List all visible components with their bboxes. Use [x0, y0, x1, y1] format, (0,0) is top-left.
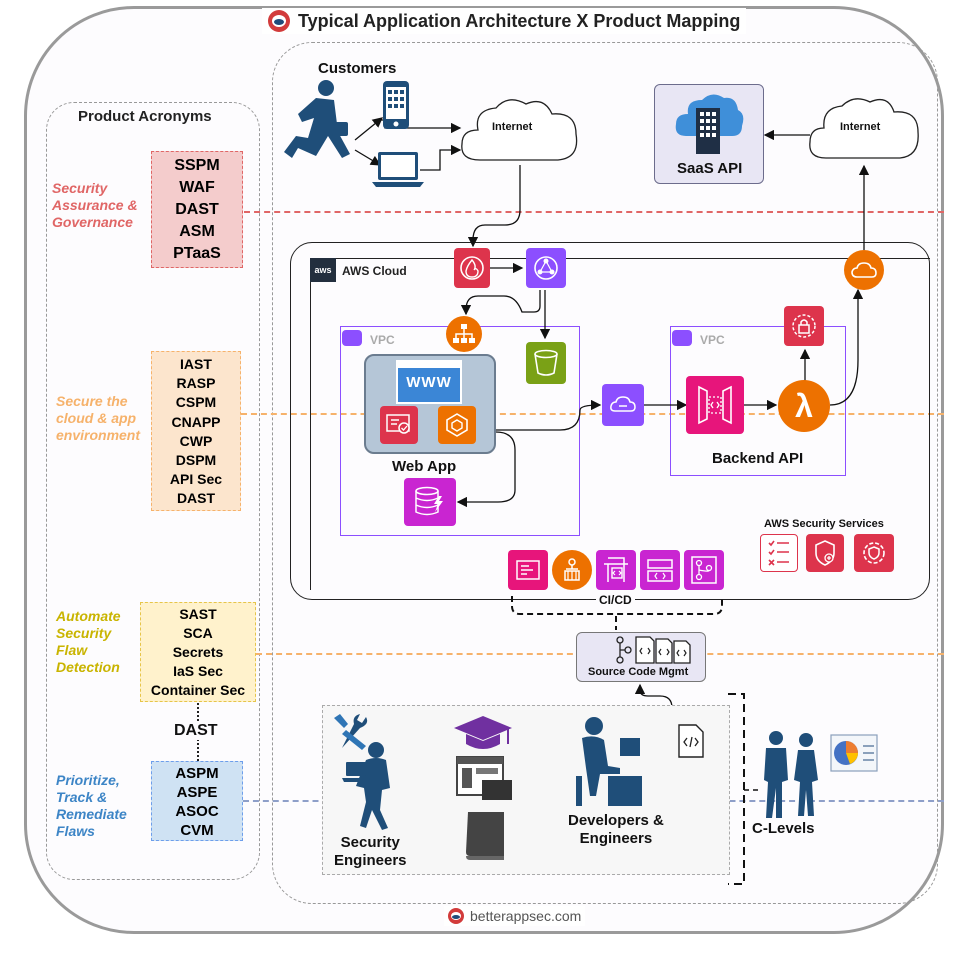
- acronym-box-cloud: IAST RASP CSPM CNAPP CWP DSPM API Sec DA…: [151, 351, 241, 511]
- aws-cloud-label: AWS Cloud: [342, 264, 407, 278]
- secrets-manager-icon: [784, 306, 824, 346]
- cicd-label: CI/CD: [596, 593, 635, 607]
- lambda-symbol: λ: [795, 387, 813, 424]
- aws-cloud-group: [310, 258, 930, 590]
- aws-security-services-label: AWS Security Services: [764, 518, 884, 530]
- page-title: Typical Application Architecture X Produ…: [262, 8, 747, 34]
- vpc-left-icon: [342, 330, 362, 346]
- backend-api-label: Backend API: [712, 450, 804, 467]
- training-cap-icon: [454, 716, 512, 749]
- product-acronyms-panel: [46, 102, 260, 880]
- codebuild-icon: [596, 550, 636, 590]
- acronym-box-governance: SSPM WAF DAST ASM PTaaS: [151, 151, 243, 268]
- security-checklist-icon: [760, 534, 798, 572]
- page-title-text: Typical Application Architecture X Produ…: [298, 10, 741, 31]
- codepipeline-icon: [508, 550, 548, 590]
- saas-building-cloud-icon: [675, 94, 744, 154]
- private-link-icon: [602, 384, 644, 426]
- load-balancer-icon: [446, 316, 482, 352]
- vpc-right-icon: [672, 330, 692, 346]
- footer-logo-icon: [448, 908, 464, 924]
- acronym-box-automation: SAST SCA Secrets IaS Sec Container Sec: [140, 602, 256, 702]
- dast-connector-label: DAST: [172, 722, 220, 740]
- security-engineer-icon: [342, 742, 390, 830]
- footer: betterappsec.com: [444, 906, 586, 926]
- security-hub-icon: [854, 534, 894, 572]
- container-registry-icon: [552, 550, 592, 590]
- lambda-icon: λ: [778, 380, 830, 432]
- product-acronyms-heading: Product Acronyms: [78, 108, 212, 125]
- vpc-right-label: VPC: [700, 333, 725, 347]
- running-customer-icon: [284, 80, 350, 158]
- www-label: www: [406, 374, 452, 391]
- saas-api-label: SaaS API: [677, 160, 743, 177]
- laptop-icon: [372, 152, 424, 187]
- book-icon: [466, 812, 504, 860]
- vpc-left-label: VPC: [370, 333, 395, 347]
- engineering-team-panel: [322, 705, 730, 875]
- customers-label: Customers: [318, 60, 397, 77]
- architecture-panel: [272, 42, 938, 904]
- internet-cloud-right-icon: [809, 98, 919, 159]
- codedeploy-icon: [640, 550, 680, 590]
- waf-firewall-icon: [454, 248, 490, 288]
- c-level-executives-icon: [764, 731, 818, 818]
- governance-mapping-line: [244, 211, 944, 213]
- category-label-governance: Security Assurance & Governance: [52, 180, 138, 230]
- acronym-box-prioritize: ASPM ASPE ASOC CVM: [151, 761, 243, 841]
- shield-plus-icon: [806, 534, 844, 572]
- footer-site-link[interactable]: betterappsec.com: [470, 908, 582, 924]
- pie-chart-dashboard-icon: [830, 734, 878, 772]
- codecommit-icon: [684, 550, 724, 590]
- code-file-icon: [678, 724, 704, 758]
- aws-logo-icon: aws: [310, 258, 336, 282]
- container-icon: [438, 406, 476, 444]
- certificate-manager-icon: [380, 406, 418, 444]
- internet-left-label: Internet: [492, 121, 533, 133]
- source-code-files-icon: [616, 636, 691, 664]
- c-levels-label: C-Levels: [752, 820, 815, 837]
- security-engineers-label: Security Engineers: [334, 834, 407, 869]
- source-code-mgmt-label: Source Code Mgmt: [588, 666, 689, 678]
- api-gateway-icon: [686, 376, 744, 434]
- s3-bucket-icon: [526, 342, 566, 384]
- tools-icon: [334, 714, 368, 750]
- mobile-phone-icon: [383, 81, 409, 129]
- category-label-cloud: Secure the cloud & app environment: [56, 393, 141, 443]
- developer-icon: [576, 717, 642, 806]
- internet-right-label: Internet: [840, 121, 881, 133]
- web-app-label: Web App: [392, 458, 457, 475]
- web-window-icon: [456, 756, 512, 800]
- internet-cloud-left-icon: [461, 99, 578, 161]
- category-label-prioritize: Prioritize, Track & Remediate Flaws: [56, 772, 127, 839]
- cloud-egress-icon: [844, 250, 884, 290]
- cloudfront-icon: [526, 248, 566, 288]
- www-browser-icon: www: [396, 360, 462, 404]
- category-label-automation: Automate Security Flaw Detection: [56, 608, 121, 675]
- developers-label: Developers & Engineers: [568, 812, 664, 847]
- betterappsec-logo-icon: [268, 10, 290, 32]
- database-icon: [404, 478, 456, 526]
